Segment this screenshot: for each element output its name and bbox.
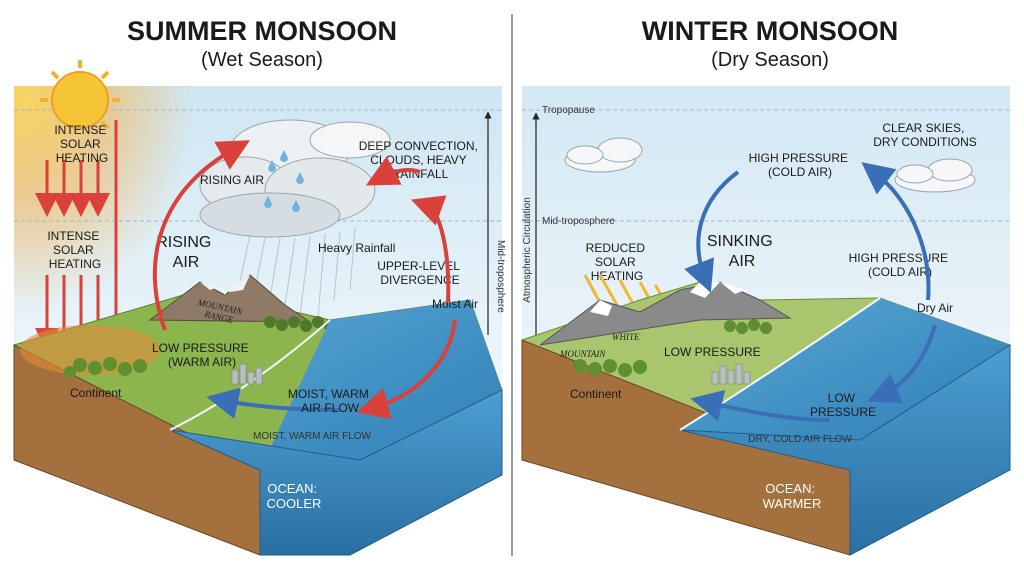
sinking-air-arrow: [684, 170, 740, 293]
summer-mountain-range: [148, 274, 336, 332]
rising-dry-air-arrow: [861, 162, 931, 301]
dry-air-label: Dry Air: [917, 301, 953, 315]
moist-warm-flow-label-1: MOIST, WARM AIR FLOW: [288, 387, 372, 415]
summer-continent-label: Continent: [70, 386, 122, 400]
moist-air-arrow: [356, 319, 457, 420]
storm-cloud: [199, 119, 391, 238]
clear-skies-label: CLEAR SKIES, DRY CONDITIONS: [873, 121, 977, 149]
reduced-solar-label: REDUCED SOLAR HEATING: [586, 241, 649, 283]
winter-ocean-label: OCEAN: WARMER: [763, 481, 822, 511]
tropopause-label: Tropopause: [542, 105, 595, 116]
summer-ocean-label: OCEAN: COOLER: [267, 481, 322, 511]
convection-arrow: [365, 156, 421, 186]
winter-mid-troposphere-label: Mid-troposphere: [542, 216, 615, 227]
summer-circulation-arrows: [152, 140, 457, 420]
winter-mountain-label: MOUNTAIN: [559, 349, 606, 359]
dry-cold-flow-label: DRY, COLD AIR FLOW: [748, 434, 852, 445]
high-pressure-top-label: HIGH PRESSURE (COLD AIR): [749, 151, 852, 179]
winter-white-label: WHITE: [612, 332, 640, 342]
rising-air-big-label: RISING AIR: [156, 234, 216, 271]
solar-heating-label-2: INTENSE SOLAR HEATING: [47, 229, 102, 271]
rising-air-small-label: RISING AIR: [200, 173, 264, 187]
low-pressure-ocean-label: LOW PRESSURE: [810, 391, 876, 419]
winter-panel: WINTER MONSOON (Dry Season) Tropopause M…: [521, 16, 1012, 556]
dry-cold-flow-arrow: [690, 389, 831, 422]
atmospheric-circulation-axis-label: Atmospheric Circulation: [522, 197, 533, 303]
sun-icon: [40, 60, 120, 130]
summer-subtitle: (Wet Season): [201, 49, 323, 71]
summer-panel: SUMMER MONSOON (Wet Season): [13, 16, 506, 556]
summer-ocean: [169, 300, 503, 556]
winter-low-pressure-label: LOW PRESSURE: [664, 345, 761, 359]
sinking-air-label: SINKING AIR: [707, 233, 777, 270]
winter-cloud-right: [894, 158, 976, 193]
solar-heating-label-1: INTENSE SOLAR HEATING: [54, 123, 109, 165]
moist-warm-flow-label-2: MOIST, WARM AIR FLOW: [253, 431, 372, 442]
summer-title: SUMMER MONSOON: [127, 16, 397, 46]
winter-continent-label: Continent: [570, 387, 622, 401]
winter-cloud-left: [564, 137, 643, 173]
summer-mid-troposphere-label: Mid-troposphere: [495, 240, 506, 313]
winter-city-icon: [711, 363, 751, 385]
winter-circulation-arrows: [684, 162, 937, 422]
summer-city-icon: [231, 363, 263, 385]
moist-warm-flow-arrow: [206, 387, 341, 419]
upper-divergence-arrow: [410, 195, 451, 303]
heavy-rainfall-label: Heavy Rainfall: [318, 241, 395, 255]
upper-level-divergence-label: UPPER-LEVEL DIVERGENCE: [377, 259, 463, 287]
winter-subtitle: (Dry Season): [711, 49, 829, 71]
winter-title: WINTER MONSOON: [642, 16, 899, 46]
descending-dry-air-arrow: [867, 324, 937, 404]
moist-air-label: Moist Air: [432, 297, 478, 311]
rising-air-arrow: [152, 140, 250, 331]
low-pressure-warm-label: LOW PRESSURE (WARM AIR): [152, 341, 252, 369]
